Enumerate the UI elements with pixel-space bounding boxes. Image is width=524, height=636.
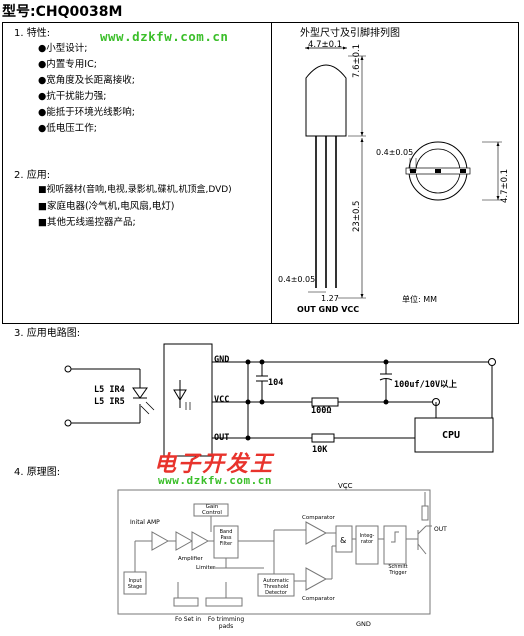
and-gate: & (340, 536, 347, 545)
dim-lead-width-bottom: 0.4±0.05 (278, 275, 316, 284)
led-label-1: L5 IR4 (94, 385, 125, 395)
fo-trimming-pads: Fo trimming pads (207, 616, 245, 630)
feature-item: ●宽角度及长距离接收; (38, 75, 135, 86)
application-item: ■家庭电器(冷气机,电风扇,电灯) (38, 201, 175, 212)
application-circuit (64, 343, 496, 457)
schmitt-trigger: Schmitt Trigger (388, 564, 408, 576)
dim-lead-width: 0.4±0.05 (376, 148, 414, 157)
led-label-2: L5 IR5 (94, 397, 125, 407)
amplifier: Amplifier (178, 556, 203, 562)
watermark-brand: 电子开发王 (154, 451, 275, 477)
dim-width-top: 4.7±0.1 (308, 40, 343, 50)
principle-gnd: GND (356, 620, 371, 628)
watermark-url-top: www.dzkfw.com.cn (100, 29, 229, 44)
cap-100uf: 100uf/10V以上 (394, 380, 458, 390)
applications-heading: 2. 应用: (14, 170, 51, 181)
integrator: Integ-rator (359, 533, 375, 545)
dim-lead-length: 23±0.5 (352, 200, 362, 232)
comparator-top: Comparator (302, 515, 335, 521)
feature-item: ●低电压工作; (38, 123, 97, 134)
initial-amp: Inital AMP (130, 519, 160, 526)
cap-104: 104 (268, 378, 284, 388)
gain-control: Gain Control (202, 504, 222, 516)
circuit-heading: 3. 应用电路图: (14, 328, 81, 339)
principle-block-diagram (117, 486, 432, 615)
dim-height-body: 7.6±0.1 (352, 43, 362, 78)
feature-item: ●小型设计; (38, 43, 88, 54)
dimension-drawing (305, 46, 502, 299)
cpu-block: CPU (442, 430, 461, 441)
pin-order: OUT GND VCC (297, 305, 360, 314)
fo-set-in: Fo Set in (174, 616, 202, 623)
dim-pitch: 1.27 (321, 294, 339, 303)
principle-out: OUT (434, 526, 447, 533)
model-title: 型号:CHQ0038M (2, 4, 123, 20)
principle-vcc: VCC (338, 482, 353, 490)
principle-heading: 4. 原理图: (14, 467, 61, 478)
dimension-title: 外型尺寸及引脚排列图 (300, 28, 400, 39)
unit-label: 单位: MM (402, 295, 438, 304)
pin-gnd: GND (214, 355, 230, 365)
application-item: ■视听器材(音响,电视,录影机,碟机,机顶盒,DVD) (38, 185, 232, 195)
band-pass-filter: Band Pass Filter (219, 529, 233, 547)
ats-detector: Automatic Threshold Detector (263, 578, 289, 596)
resistor-10k: 10K (312, 445, 328, 455)
application-item: ■其他无线遥控器产品; (38, 217, 136, 228)
input-stage: Input Stage (127, 578, 143, 590)
pin-out: OUT (214, 433, 230, 443)
spec-box-divider (271, 22, 272, 324)
pin-vcc: VCC (214, 395, 230, 405)
features-heading: 1. 特性: (14, 28, 51, 39)
spec-box (2, 22, 519, 324)
limiter: Limiter (196, 565, 216, 571)
watermark-url-mid: www.dzkfw.com.cn (158, 474, 272, 487)
feature-item: ●能抵于环境光线影响; (38, 107, 135, 118)
comparator-bottom: Comparator (302, 596, 335, 602)
feature-item: ●内置专用IC; (38, 59, 97, 70)
resistor-100-ohm: 100Ω (311, 406, 332, 416)
dim-side-width: 4.7±0.1 (500, 168, 510, 203)
feature-item: ●抗干扰能力强; (38, 91, 107, 102)
